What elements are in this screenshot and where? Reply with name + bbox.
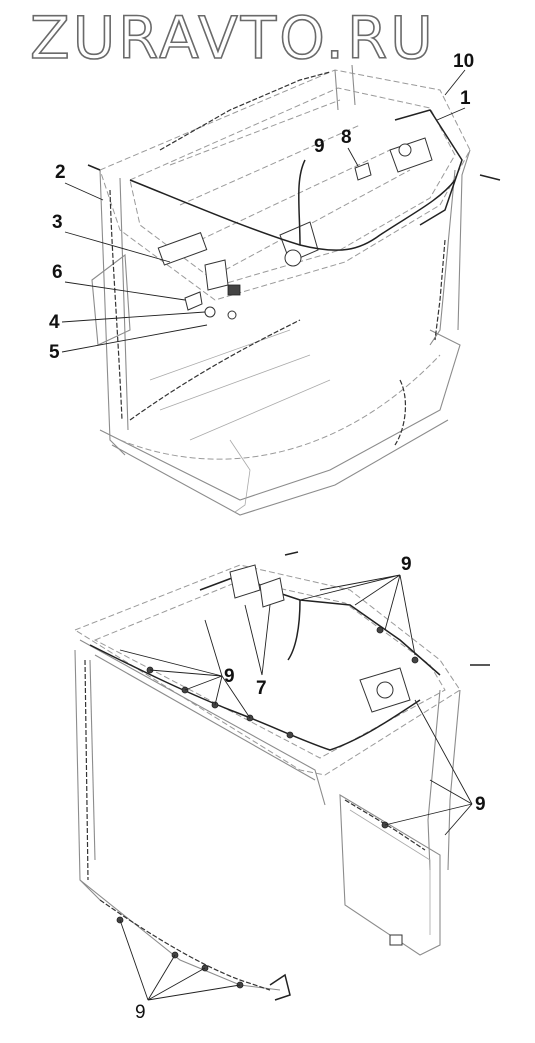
cab-frame-bottom <box>73 551 490 1001</box>
callout-3: 3 <box>52 212 63 233</box>
watermark: ZURAVTO.RU <box>30 4 436 72</box>
callout-9-center: 9 <box>224 666 235 687</box>
callout-10: 10 <box>453 51 474 72</box>
callout-9-bottom: 9 <box>135 1002 146 1023</box>
callout-4: 4 <box>49 312 60 333</box>
callout-9-upper-right: 9 <box>401 554 412 575</box>
callout-7: 7 <box>256 678 267 699</box>
callouts-top: 10 1 2 3 6 4 5 9 8 <box>49 51 474 363</box>
callout-9-right: 9 <box>475 794 486 815</box>
cab-frame-top <box>87 64 501 516</box>
callout-5: 5 <box>49 342 60 363</box>
callout-1: 1 <box>460 88 471 109</box>
callout-8: 8 <box>341 127 352 148</box>
callout-6: 6 <box>52 262 63 283</box>
callout-9-top: 9 <box>314 136 325 157</box>
callout-2: 2 <box>55 162 66 183</box>
callouts-bottom: 9 9 7 9 9 <box>119 554 486 1023</box>
